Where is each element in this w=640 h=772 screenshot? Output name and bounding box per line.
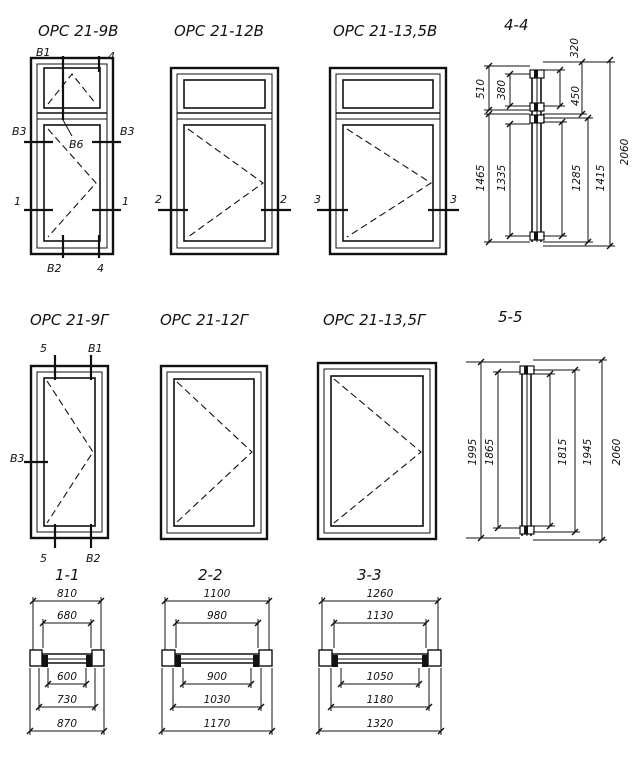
mark-b3-left: В3 (12, 125, 27, 138)
mark-b3-9g: В3 (10, 452, 25, 465)
section-4-4: 510 380 320 450 1465 1335 1285 1415 2060 (475, 38, 631, 250)
title-ors21-9g: ОРС 21-9Г (30, 311, 110, 329)
dim-5-5-1945: 1945 (582, 438, 594, 465)
dim-3-3-1180: 1180 (367, 694, 394, 706)
title-section-4-4: 4-4 (504, 16, 529, 34)
mark-1-left: 1 (14, 195, 21, 208)
mark-5-top: 5 (40, 342, 47, 355)
title-ors21-9v: ОРС 21-9В (38, 22, 118, 40)
dim-4-4-1285: 1285 (571, 164, 583, 191)
mark-b1-9g: В1 (88, 342, 103, 355)
dim-3-3-1130: 1130 (367, 610, 394, 622)
dim-1-1-810: 810 (57, 588, 77, 600)
mark-b2: В2 (47, 262, 62, 275)
dim-4-4-380: 380 (496, 80, 508, 100)
dim-2-2-1170: 1170 (204, 718, 231, 730)
dim-1-1-730: 730 (57, 694, 77, 706)
mark-1-right: 1 (122, 195, 129, 208)
dim-5-5-1865: 1865 (484, 438, 496, 465)
dim-1-1-870: 870 (57, 718, 77, 730)
dim-4-4-1415: 1415 (595, 164, 607, 191)
dim-2-2-1030: 1030 (204, 694, 231, 706)
title-ors21-12v: ОРС 21-12В (174, 22, 264, 40)
mark-5-bottom: 5 (40, 552, 47, 565)
window-ors21-12v: 2 2 (155, 66, 291, 256)
dim-4-4-2060: 2060 (619, 138, 631, 165)
title-section-2-2: 2-2 (198, 566, 223, 584)
section-2-2: 1100 980 900 1030 1170 (158, 588, 276, 735)
dim-4-4-450: 450 (570, 86, 582, 106)
mark-b1: В1 (36, 46, 51, 59)
dim-3-3-1260: 1260 (367, 588, 394, 600)
window-ors21-13-5v: 3 3 (314, 66, 459, 256)
title-ors21-13-5g: ОРС 21-13,5Г (323, 311, 427, 329)
section-1-1: 810 680 600 730 870 (26, 588, 108, 735)
dim-5-5-1995: 1995 (467, 438, 479, 465)
title-section-1-1: 1-1 (55, 566, 80, 584)
section-5-5: 1995 1865 1815 1945 2060 (466, 356, 623, 544)
dim-4-4-1335: 1335 (496, 164, 508, 191)
mark-4-top: 4 (108, 50, 115, 63)
window-ors21-13-5g (316, 361, 438, 541)
dim-2-2-900: 900 (207, 671, 227, 683)
title-section-5-5: 5-5 (498, 308, 523, 326)
dim-3-3-1050: 1050 (367, 671, 394, 683)
window-ors21-12g (159, 364, 269, 541)
section-3-3: 1260 1130 1050 1180 1320 (315, 588, 445, 735)
mark-b2-9g: В2 (86, 552, 101, 565)
dim-2-2-980: 980 (207, 610, 227, 622)
title-ors21-12g: ОРС 21-12Г (160, 311, 250, 329)
dim-2-2-1100: 1100 (204, 588, 231, 600)
dim-5-5-1815: 1815 (557, 438, 569, 465)
mark-b3-right: В3 (120, 125, 135, 138)
dim-3-3-1320: 1320 (367, 718, 394, 730)
mark-2-left: 2 (155, 193, 162, 206)
window-ors21-9v: В1 4 В3 В3 В6 1 1 В2 4 (12, 46, 135, 275)
dim-4-4-510: 510 (475, 79, 487, 99)
title-section-3-3: 3-3 (357, 566, 382, 584)
mark-3-left: 3 (314, 193, 321, 206)
title-ors21-13-5v: ОРС 21-13,5В (333, 22, 437, 40)
dim-5-5-2060: 2060 (611, 438, 623, 465)
mark-b6: В6 (69, 138, 84, 151)
mark-3-right: 3 (450, 193, 457, 206)
dim-1-1-680: 680 (57, 610, 77, 622)
mark-2-right: 2 (280, 193, 287, 206)
dim-1-1-600: 600 (57, 671, 77, 683)
dim-4-4-320: 320 (569, 38, 581, 58)
window-ors21-9g: 5 В1 В3 5 В2 (10, 342, 110, 565)
dim-4-4-1465: 1465 (475, 164, 487, 191)
mark-4-bottom: 4 (97, 262, 104, 275)
